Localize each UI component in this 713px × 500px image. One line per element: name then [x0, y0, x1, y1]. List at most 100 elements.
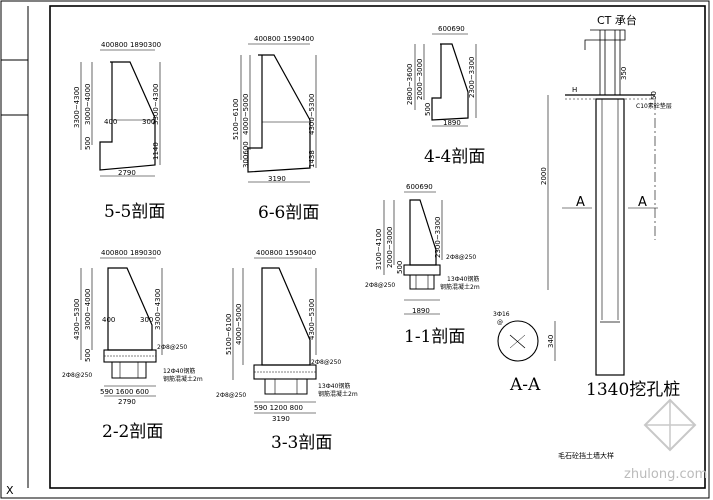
rebar-note-2: 2Ф8@250 — [365, 282, 395, 289]
left-dim-2: 3000~4000 — [84, 289, 92, 331]
section-label: 2-2剖面 — [102, 422, 163, 442]
aa-dim: 340 — [547, 335, 555, 348]
drawing-caption: 毛石砼挡土墙大样 — [558, 451, 614, 460]
rebar-note-1: 2Ф8@250 — [446, 254, 476, 261]
rebar-note-1: 2Ф8@250 — [157, 344, 187, 351]
left-dim-1: 5100~6100 — [232, 99, 240, 141]
rebar-note-3: 12Ф40钢筋 — [163, 367, 195, 375]
rebar-note-2: 2Ф8@250 — [62, 372, 92, 379]
section-2-2: 400800 1890300 4300~5300 3000~4000 3300~… — [62, 249, 203, 442]
cushion-note: C10素砼垫层 — [636, 102, 672, 110]
pile-elevation: CT 承台 H 350 50 C10素砼垫层 2000 A A 1340挖孔桩 — [540, 13, 680, 400]
circle-note-1: 3Ф16 — [493, 311, 510, 318]
bottom-dims: 590 1200 800 — [254, 404, 303, 412]
left-dim-1: 5100~6100 — [225, 314, 233, 356]
side-dim: 50 — [650, 91, 658, 100]
length-dim: 2000 — [540, 167, 548, 185]
left-small: 500 — [424, 103, 432, 116]
left-dim-1: 4300~5300 — [73, 299, 81, 341]
bottom-dim: 2790 — [118, 169, 136, 177]
top-dims: 400800 1890300 — [101, 249, 161, 257]
top-width: 400 — [102, 316, 115, 324]
right-dim: 2300~3300 — [434, 217, 442, 259]
section-1-1: 600690 3100~4100 2000~3000 2300~3300 500… — [365, 183, 480, 347]
section-3-3: 400800 1590400 5100~6100 4000~5000 4300~… — [216, 249, 358, 453]
section-label: 1340挖孔桩 — [586, 380, 680, 400]
left-dim-1: 3300~4300 — [73, 87, 81, 129]
section-6-6: 400800 1590400 5100~6100 4000~5000 4300~… — [232, 35, 319, 223]
section-a-a: 3Ф16 @ 340 A-A — [493, 311, 556, 395]
top-dims: 400800 1590400 — [256, 249, 316, 257]
top-dims: 600690 — [406, 183, 433, 191]
footing — [403, 264, 441, 276]
wall-outline — [409, 199, 437, 266]
pile-shaft — [595, 98, 625, 376]
drawing-frame — [49, 5, 706, 489]
pile-cross-section — [497, 320, 539, 362]
pile-caps — [409, 274, 435, 290]
h-label: H — [572, 86, 577, 94]
right-dim: 4300~5300 — [308, 94, 316, 136]
left-dim-2: 2000~3000 — [416, 59, 424, 101]
corner-mark: X — [6, 484, 14, 497]
right-dim: 4300~5300 — [308, 299, 316, 341]
left-dim-1: 3100~4100 — [375, 229, 383, 271]
mid-width: 300 — [140, 316, 153, 324]
watermark-text: zhulong.com — [624, 467, 707, 482]
section-5-5: 400800 1890300 3300~4300 3000~4000 3300~… — [73, 41, 165, 222]
wall-outline — [99, 61, 156, 171]
left-small: 500 — [84, 137, 92, 150]
pile-caps — [111, 361, 147, 379]
right-dim: 3300~4300 — [152, 84, 160, 126]
rebar-note-4: 钢筋混凝土2m — [163, 375, 203, 383]
top-dims: 400800 1590400 — [254, 35, 314, 43]
section-label: A-A — [509, 375, 541, 395]
wall-outline — [431, 43, 469, 121]
rebar-note-1: 2Ф8@250 — [311, 359, 341, 366]
bottom-dim: 1890 — [412, 307, 430, 315]
bottom-dim: 3190 — [268, 175, 286, 183]
rebar-note-4: 钢筋混凝土2m — [440, 283, 480, 291]
watermark: zhulong.com — [624, 398, 707, 482]
section-label: 5-5剖面 — [104, 202, 165, 222]
section-label: 4-4剖面 — [424, 147, 485, 167]
left-dim-2: 3000~4000 — [84, 84, 92, 126]
right-small: 1438 — [308, 150, 316, 168]
section-label: 1-1剖面 — [404, 327, 465, 347]
rebar-note-2: 2Ф8@250 — [216, 392, 246, 399]
rebar-note-3: 13Ф40钢筋 — [318, 382, 350, 390]
left-small: 500 — [396, 261, 404, 274]
section-4-4: 600690 2800~3600 2000~3000 2300~3300 500… — [406, 25, 485, 167]
left-dim-1: 2800~3600 — [406, 64, 414, 106]
mid-width: 300 — [142, 118, 155, 126]
rebar-note-3: 13Ф40钢筋 — [447, 275, 479, 283]
wall-outline — [261, 267, 311, 366]
bottom-dims: 590 1600 600 — [100, 388, 149, 396]
pile-caps — [264, 378, 308, 395]
left-dim-2: 4000~5000 — [242, 94, 250, 136]
bottom-dim: 2790 — [118, 398, 136, 406]
right-dim: 2300~3300 — [468, 57, 476, 99]
top-dims: 600690 — [438, 25, 465, 33]
bottom-dim: 1890 — [443, 119, 461, 127]
cap-leader — [584, 29, 626, 50]
cap-label: CT 承台 — [597, 13, 637, 27]
left-small: 300600 — [242, 141, 250, 168]
wall-outline — [247, 54, 311, 173]
right-dim: 3300~4300 — [154, 289, 162, 331]
top-dims: 400800 1890300 — [101, 41, 161, 49]
right-small: 1140 — [152, 142, 160, 160]
section-label: 3-3剖面 — [271, 433, 332, 453]
section-label: 6-6剖面 — [258, 203, 319, 223]
left-dim-2: 2000~3000 — [386, 227, 394, 269]
left-dim-2: 4000~5000 — [235, 304, 243, 346]
section-mark-a-left: A — [576, 195, 585, 210]
rebar-note-4: 钢筋混凝土2m — [318, 390, 358, 398]
wall-outline — [107, 267, 153, 351]
top-width: 400 — [104, 118, 117, 126]
top-dim: 350 — [620, 67, 628, 80]
left-small: 500 — [84, 349, 92, 362]
bottom-dim: 3190 — [272, 415, 290, 423]
